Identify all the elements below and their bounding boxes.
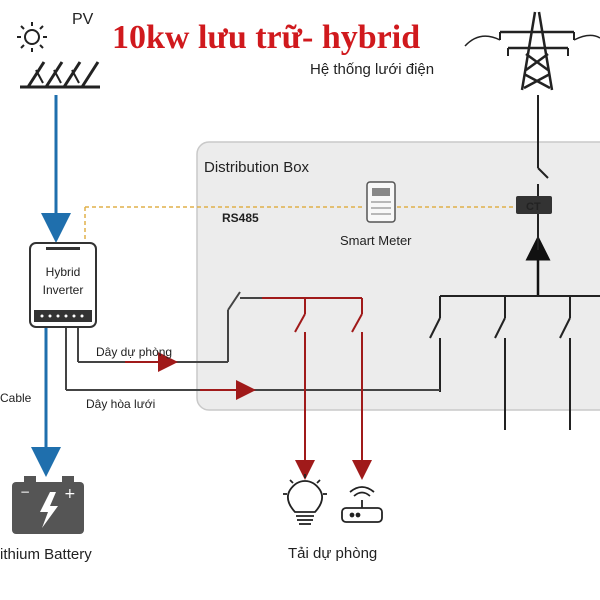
backup-load-label: Tải dự phòng	[288, 545, 377, 562]
ct-label: CT	[526, 201, 541, 213]
svg-text:+: +	[64, 486, 76, 502]
grid-breaker-2	[494, 317, 506, 339]
inverter-label-line1: Hybrid	[46, 265, 81, 279]
svg-text:−: −	[20, 485, 30, 499]
pv-label: PV	[72, 11, 94, 28]
backup-wire-label: Dây dự phòng	[96, 345, 172, 359]
backup-breaker-2	[351, 313, 363, 333]
ct-sensor	[516, 196, 552, 214]
grid-breaker-1	[429, 317, 441, 339]
grid-label: Hệ thống lưới điện	[310, 61, 434, 78]
smart-meter-icon	[366, 181, 396, 223]
battery-label: ithium Battery	[0, 546, 92, 563]
diagram-title: 10kw lưu trữ- hybrid	[112, 19, 420, 56]
sun-icon	[17, 22, 47, 52]
distribution-box	[196, 141, 600, 411]
cable-label: Cable	[0, 391, 32, 405]
light-bulb-icon	[283, 474, 327, 525]
battery-icon: − +	[12, 476, 84, 534]
rs485-label: RS485	[222, 211, 259, 225]
grid-breaker-3	[559, 317, 571, 339]
distribution-box-label: Distribution Box	[204, 159, 310, 176]
power-tower-icon	[464, 11, 600, 91]
solar-panel-icon	[20, 61, 100, 89]
inverter-label-line2: Inverter	[43, 283, 84, 297]
grid-tie-wire-label: Dây hòa lưới	[86, 397, 155, 411]
backup-breaker-1	[294, 313, 306, 333]
router-icon	[341, 486, 383, 523]
grid-switch	[537, 167, 549, 179]
smart-meter-label: Smart Meter	[340, 233, 412, 248]
backup-main-breaker	[227, 291, 241, 311]
hybrid-inverter	[29, 242, 97, 328]
